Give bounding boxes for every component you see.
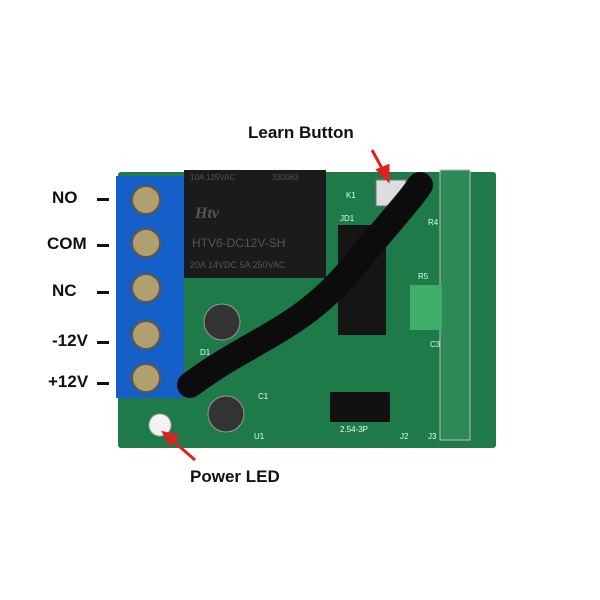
silk-c1: C1 — [258, 392, 269, 401]
silk-r5: R5 — [418, 272, 429, 281]
dash — [97, 244, 109, 247]
terminal-screws — [131, 185, 161, 393]
led-arrow — [161, 430, 196, 462]
silk-header: 2.54-3P — [340, 425, 369, 434]
antenna-coil — [177, 172, 433, 398]
silk-r4: R4 — [428, 218, 439, 227]
power-led — [148, 413, 172, 437]
power-led-label: Power LED — [190, 467, 280, 486]
coil — [410, 285, 442, 330]
dash — [97, 291, 109, 294]
capacitor — [203, 303, 241, 341]
dash — [97, 341, 109, 344]
terminal-label-minus12v: -12V — [52, 331, 88, 350]
relay-brand: Htv — [195, 205, 219, 222]
silk-j2: J2 — [400, 432, 409, 441]
relay-code: 330063 — [272, 173, 299, 182]
terminal-label-plus12v: +12V — [48, 372, 89, 391]
silk-c3: C3 — [430, 340, 441, 349]
silk-j3: J3 — [428, 432, 437, 441]
relay-top-text: 10A 125VAC — [190, 173, 236, 182]
learn-arrow — [370, 149, 390, 184]
dash — [97, 198, 109, 201]
dash — [97, 382, 109, 385]
header-pins — [330, 392, 390, 422]
capacitor — [207, 395, 245, 433]
relay-rating: 20A 14VDC 5A 250VAC — [190, 260, 286, 270]
silk-u1: U1 — [254, 432, 265, 441]
relay-body — [184, 170, 326, 278]
silk-jd1: JD1 — [340, 214, 355, 223]
terminal-label-nc: NC — [52, 281, 77, 300]
terminal-label-com: COM — [47, 234, 87, 253]
terminal-label-no: NO — [52, 188, 78, 207]
rf-module — [439, 169, 471, 441]
relay-model: HTV6-DC12V-SH — [192, 236, 286, 250]
silk-d1: D1 — [200, 348, 211, 357]
learn-button-label: Learn Button — [248, 123, 354, 142]
silk-k1: K1 — [346, 191, 356, 200]
